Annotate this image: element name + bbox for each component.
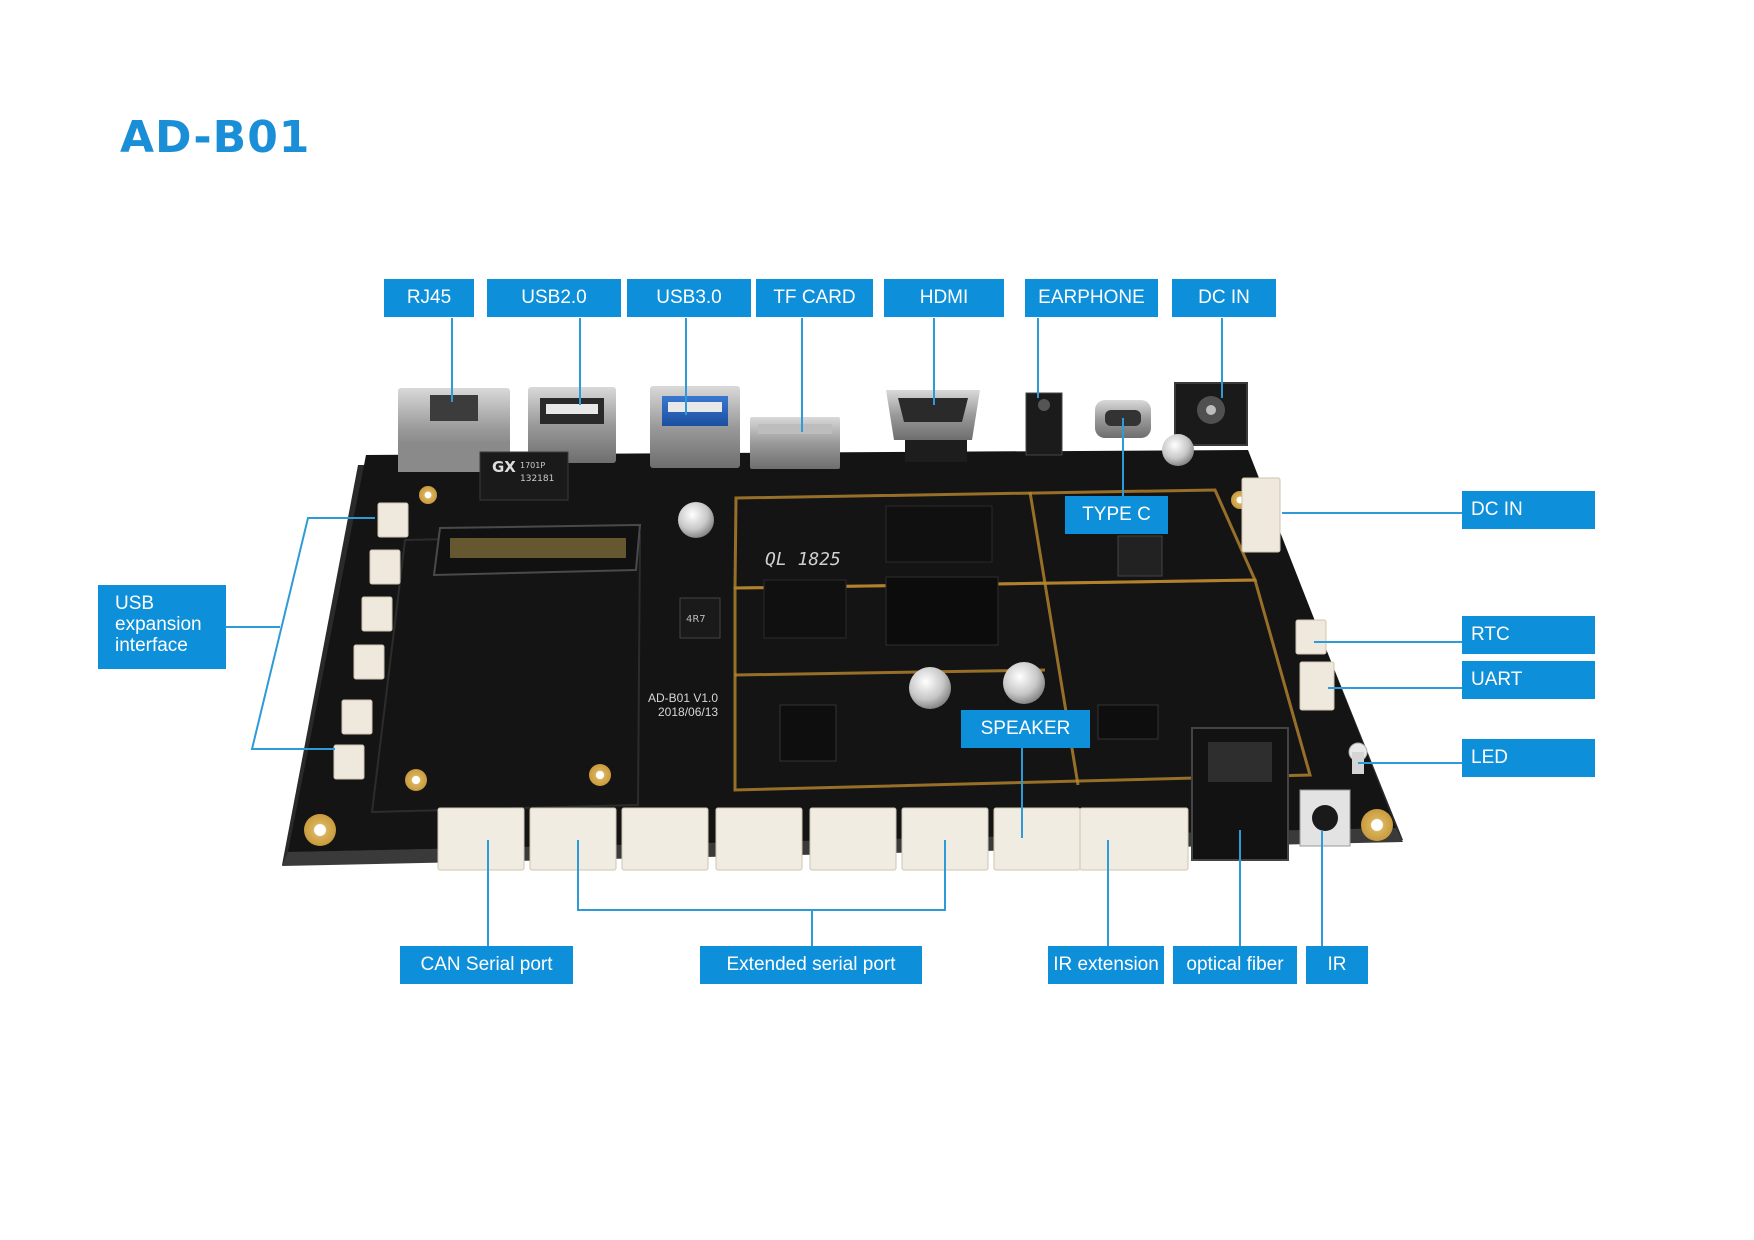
label-usb-expansion-line: interface — [115, 635, 188, 656]
mounting-hole — [304, 814, 336, 846]
earphone-jack — [1025, 392, 1063, 456]
audio-codec-chip — [779, 704, 837, 762]
chip-mark: QL 1825 — [765, 549, 841, 570]
inductor — [679, 597, 721, 639]
mounting-hole — [405, 769, 427, 791]
mounting-hole — [589, 764, 611, 786]
inductor-mark: 4R7 — [686, 614, 706, 625]
capacitor — [1162, 434, 1194, 466]
dc-in-barrel — [1174, 382, 1248, 446]
label-extended-serial: Extended serial port — [700, 946, 922, 984]
mini-pcie-slot — [432, 523, 642, 577]
label-optical-fiber: optical fiber — [1173, 946, 1297, 984]
label-usb-expansion: USB expansion interface — [98, 585, 226, 669]
power-inductor — [1117, 535, 1163, 577]
transformer-code: 1701P — [520, 461, 545, 470]
memory-chip — [885, 505, 993, 563]
label-hdmi: HDMI — [884, 279, 1004, 317]
transformer-code: 132181 — [520, 474, 554, 484]
page-title: AD-B01 — [120, 112, 311, 163]
usb20-port — [528, 387, 616, 463]
label-speaker: SPEAKER — [961, 710, 1090, 748]
label-led: LED — [1462, 739, 1595, 777]
capacitor — [1003, 662, 1045, 704]
mounting-hole — [1361, 809, 1393, 841]
bottom-row-connectors — [437, 807, 1189, 871]
label-can-serial: CAN Serial port — [400, 946, 573, 984]
label-rj45: RJ45 — [384, 279, 474, 317]
transformer-mark: GX — [492, 458, 516, 476]
label-dc-in-right: DC IN — [1462, 491, 1595, 529]
label-dc-in-top: DC IN — [1172, 279, 1276, 317]
hdmi-port — [886, 390, 980, 462]
usb-expansion-connectors — [333, 502, 409, 780]
capacitor — [678, 502, 714, 538]
label-usb-expansion-line: USB — [115, 593, 155, 614]
label-uart: UART — [1462, 661, 1595, 699]
capacitor — [909, 667, 951, 709]
right-side-connectors — [1241, 477, 1335, 711]
label-usb30: USB3.0 — [627, 279, 751, 317]
amplifier-chip — [1097, 704, 1159, 740]
tf-card-slot — [750, 417, 840, 469]
mounting-hole — [419, 486, 437, 504]
label-usb20: USB2.0 — [487, 279, 621, 317]
label-tf-card: TF CARD — [756, 279, 873, 317]
silkscreen-model: AD-B01 V1.0 — [648, 691, 718, 705]
label-rtc: RTC — [1462, 616, 1595, 654]
silkscreen-date: 2018/06/13 — [658, 705, 718, 719]
ir-receiver — [1299, 789, 1351, 847]
label-usb-expansion-line: expansion — [115, 614, 202, 635]
soc-chip — [885, 576, 999, 646]
lan-transformer: GX 1701P 132181 — [479, 451, 569, 501]
label-ir: IR — [1306, 946, 1368, 984]
led — [1348, 742, 1368, 774]
leader-lines — [226, 318, 1462, 948]
memory-chip — [763, 579, 847, 639]
label-earphone: EARPHONE — [1025, 279, 1158, 317]
usb30-port — [650, 386, 740, 468]
label-ir-extension: IR extension — [1048, 946, 1164, 984]
label-type-c: TYPE C — [1065, 496, 1168, 534]
